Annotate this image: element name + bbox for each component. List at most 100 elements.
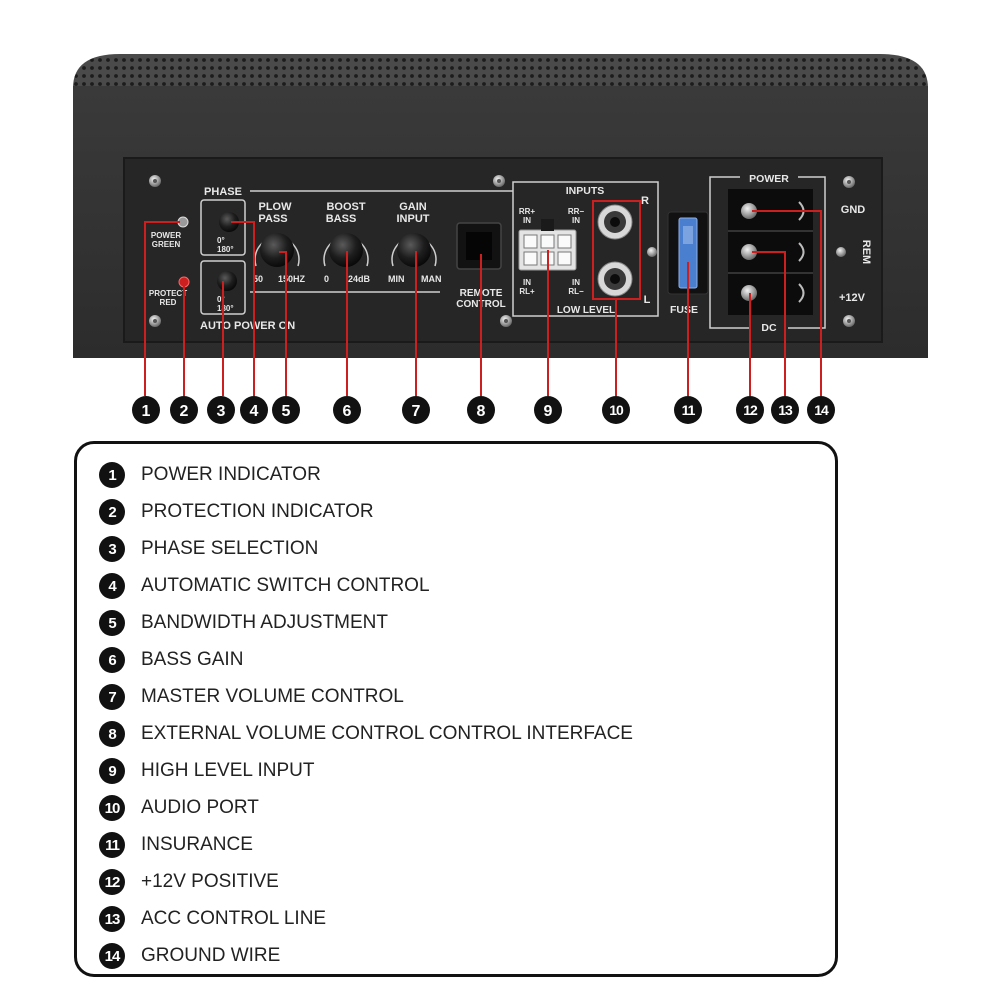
auto-0-label: 0° [217,295,225,304]
rem-label: REM [860,240,872,264]
legend-label: MASTER VOLUME CONTROL [141,686,404,707]
legend-label: AUTOMATIC SWITCH CONTROL [141,575,430,596]
legend-number: 13 [99,906,125,932]
dc-label: DC [761,322,777,334]
gain-label-line2: INPUT [397,213,430,225]
speaker-grille [73,54,928,88]
rl-plus-line1: IN [523,278,531,287]
auto-180-label: 180° [217,304,234,313]
gain-knob[interactable] [397,233,431,267]
legend-number: 7 [99,684,125,710]
inputs-frame [512,181,659,317]
legend-number: 3 [99,536,125,562]
callout-13: 13 [771,396,799,424]
legend-number: 2 [99,499,125,525]
legend-number: 9 [99,758,125,784]
callout-11: 11 [674,396,702,424]
power-green-label-line2: GREEN [152,240,181,249]
phase-switch-frame [200,199,246,256]
svg-text:6: 6 [343,403,352,420]
svg-text:1: 1 [142,403,151,420]
phase-180-label: 180° [217,245,234,254]
boost-label-line2: BASS [326,213,357,225]
power-green-label-line1: POWER [151,231,181,240]
phase-0-label: 0° [217,236,225,245]
power-label: POWER [749,173,789,185]
boost-max: 24dB [348,274,371,284]
inputs-label: INPUTS [566,185,605,197]
rem-terminal[interactable] [741,242,805,262]
boost-bass-knob[interactable] [329,233,363,267]
callout-5: 5 [272,396,300,424]
callout-4: 4 [240,396,268,424]
rca-jack-left[interactable] [597,261,633,297]
callout-1: 1 [132,396,160,424]
legend-label: PROTECTION INDICATOR [141,501,374,522]
callout-3: 3 [207,396,235,424]
auto-power-switch[interactable] [217,271,237,291]
rr-plus-line1: RR+ [519,207,536,216]
callout-9: 9 [534,396,562,424]
callout-14: 14 [807,396,835,424]
rr-minus-line2: IN [572,216,580,225]
legend-number: 4 [99,573,125,599]
callout-8: 8 [467,396,495,424]
fuse-label: FUSE [670,304,698,316]
legend-label: PHASE SELECTION [141,538,319,559]
gain-label-line1: GAIN [399,201,427,213]
svg-text:14: 14 [814,402,829,418]
rr-plus-line2: IN [523,216,531,225]
legend-item: 12 +12V POSITIVE [99,867,279,897]
legend-label: AUDIO PORT [141,797,259,818]
legend-number: 12 [99,869,125,895]
rl-minus-line2: RL− [568,287,584,296]
phase-switch[interactable] [219,212,239,232]
low-level-label: LOW LEVEL [557,305,615,316]
legend-label: INSURANCE [141,834,253,855]
legend-number: 10 [99,795,125,821]
rca-jack-right[interactable] [597,204,633,240]
legend-item: 7 MASTER VOLUME CONTROL [99,682,404,712]
legend-label: +12V POSITIVE [141,871,279,892]
legend-number: 8 [99,721,125,747]
low-pass-label-line2: PASS [258,213,287,225]
low-pass-knob[interactable] [260,233,294,267]
legend-item: 10 AUDIO PORT [99,793,259,823]
rl-minus-line1: IN [572,278,580,287]
callout-12: 12 [736,396,764,424]
svg-text:11: 11 [682,402,696,418]
svg-text:2: 2 [180,403,189,420]
auto-power-on-label: AUTO POWER ON [200,320,295,332]
legend-label: BASS GAIN [141,649,244,670]
gnd-label: GND [841,204,866,216]
rca-l-label: L [644,294,651,306]
legend-number: 11 [99,832,125,858]
legend-label: GROUND WIRE [141,945,281,966]
rr-minus-line1: RR− [568,207,585,216]
callout-2: 2 [170,396,198,424]
svg-text:9: 9 [544,403,553,420]
legend-label: ACC CONTROL LINE [141,908,327,929]
protect-red-label-line1: PROTECT [149,289,187,298]
svg-text:8: 8 [477,403,486,420]
legend-item: 2 PROTECTION INDICATOR [99,497,374,527]
low-pass-min: 50 [253,274,263,284]
panel-screws [149,175,855,327]
svg-text:5: 5 [282,403,291,420]
rca-r-label: R [641,195,649,207]
legend-item: 3 PHASE SELECTION [99,534,318,564]
legend-label: BANDWIDTH ADJUSTMENT [141,612,388,633]
svg-text:3: 3 [217,403,226,420]
svg-text:12: 12 [743,402,758,418]
protect-red-label-line2: RED [160,298,177,307]
svg-text:4: 4 [250,403,259,420]
callout-leader-lines [144,210,822,396]
